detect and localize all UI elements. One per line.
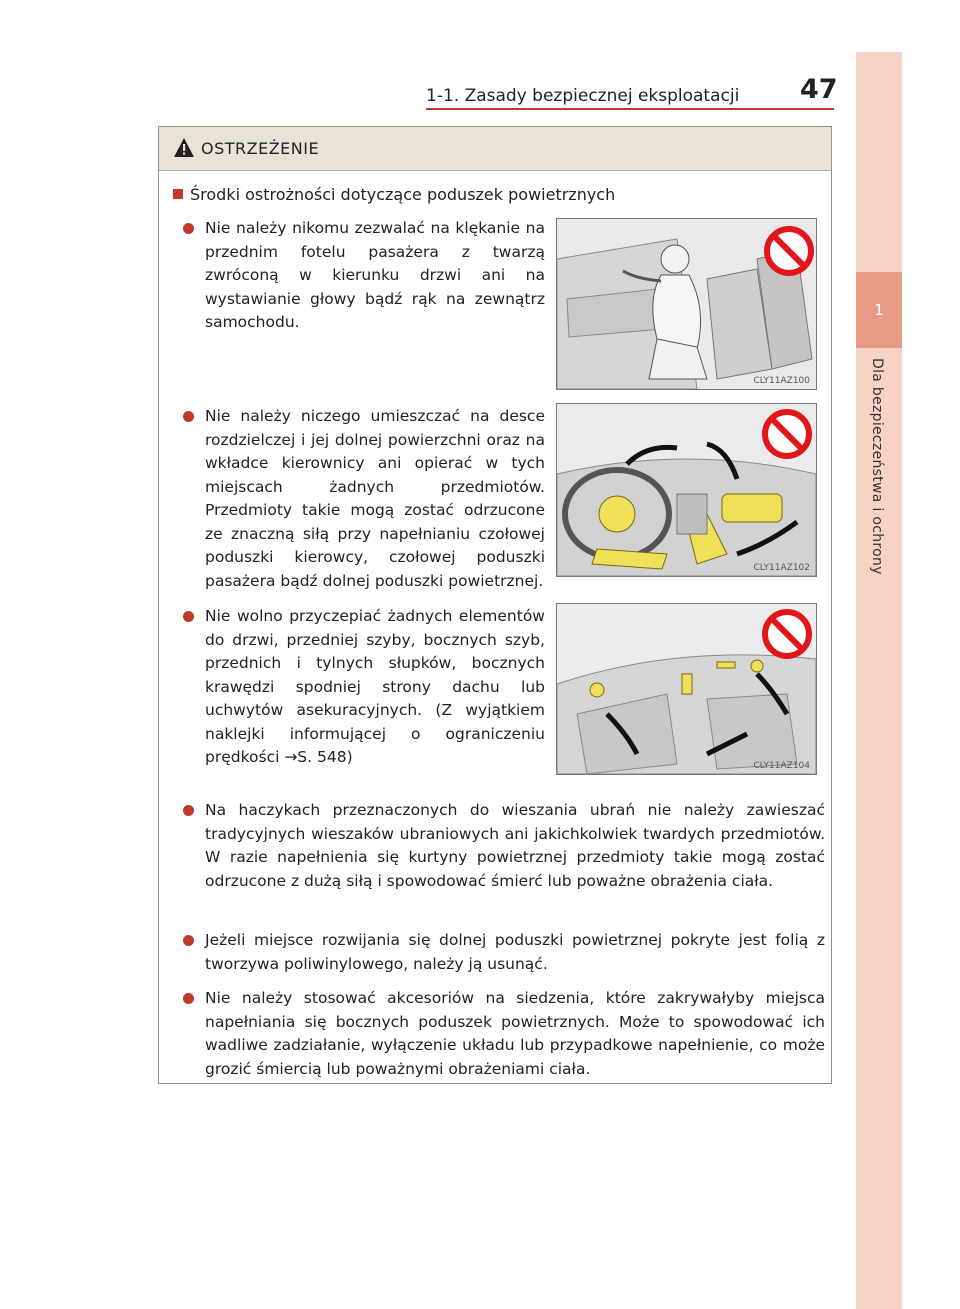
warning-triangle-icon [174, 138, 194, 157]
warning-title: OSTRZEŻENIE [201, 139, 320, 158]
warning-item-text: Nie należy niczego umieszczać na desce r… [205, 407, 545, 590]
header-divider [426, 108, 834, 110]
section-heading: Środki ostrożności dotyczące poduszek po… [173, 185, 615, 204]
warning-header: OSTRZEŻENIE [159, 127, 831, 171]
warning-item: Nie należy nikomu zezwalać na klękanie n… [183, 217, 545, 335]
bullet-icon [183, 611, 194, 622]
bullet-icon [183, 935, 194, 946]
warning-item: Nie należy stosować akcesoriów na siedze… [183, 987, 825, 1081]
bullet-icon [183, 805, 194, 816]
square-bullet-icon [173, 189, 183, 199]
illustration-cabin-interior: CLY11AZ104 [556, 603, 817, 775]
warning-item: Na haczykach przeznaczonych do wieszania… [183, 799, 825, 893]
bullet-icon [183, 411, 194, 422]
prohibition-icon [764, 226, 814, 276]
warning-item: Jeżeli miejsce rozwijania się dolnej pod… [183, 929, 825, 976]
warning-item: Nie należy niczego umieszczać na desce r… [183, 405, 545, 593]
prohibition-icon [762, 609, 812, 659]
image-code: CLY11AZ104 [753, 761, 810, 771]
section-title: 1-1. Zasady bezpiecznej eksploatacji [426, 86, 740, 106]
illustration-dashboard: CLY11AZ102 [556, 403, 817, 577]
chapter-title: Dla bezpieczeństwa i ochrony [869, 358, 885, 575]
bullet-icon [183, 993, 194, 1004]
page-number: 47 [800, 74, 838, 105]
warning-item-text: Jeżeli miejsce rozwijania się dolnej pod… [205, 931, 825, 973]
warning-item-text: Nie wolno przyczepiać żadnych elementów … [205, 607, 545, 766]
warning-item-text: Nie należy stosować akcesoriów na siedze… [205, 989, 825, 1078]
illustration-kneeling-passenger: CLY11AZ100 [556, 218, 817, 390]
chapter-number: 1 [856, 272, 902, 348]
chapter-side-tab [856, 52, 902, 1309]
warning-item: Nie wolno przyczepiać żadnych elementów … [183, 605, 545, 770]
image-code: CLY11AZ100 [753, 376, 810, 386]
bullet-icon [183, 223, 194, 234]
image-code: CLY11AZ102 [753, 563, 810, 573]
section-heading-text: Środki ostrożności dotyczące poduszek po… [190, 185, 616, 204]
prohibition-icon [762, 409, 812, 459]
warning-item-text: Nie należy nikomu zezwalać na klękanie n… [205, 219, 545, 331]
warning-item-text: Na haczykach przeznaczonych do wieszania… [205, 801, 825, 890]
